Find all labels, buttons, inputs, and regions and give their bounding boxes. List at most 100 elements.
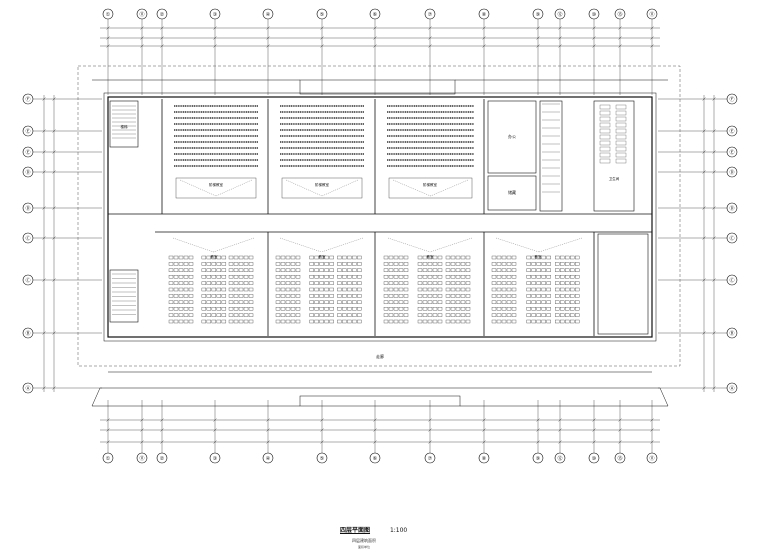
desk: [393, 281, 399, 285]
dimension-tick: [428, 428, 432, 432]
desk: [173, 262, 179, 266]
desk: [183, 319, 189, 324]
desk: [437, 255, 443, 260]
desk: [347, 262, 352, 266]
desk: [403, 262, 409, 266]
dimension-tick: [712, 331, 716, 335]
desk: [183, 287, 189, 292]
desk: [541, 281, 546, 285]
dimension-tick: [160, 36, 164, 40]
desk: [455, 300, 461, 304]
desk: [511, 300, 517, 304]
desk: [506, 287, 512, 292]
desk: [324, 319, 329, 324]
dimension-tick: [482, 44, 486, 48]
desk: [280, 300, 286, 304]
desk: [432, 319, 438, 324]
seating-rows: [168, 105, 583, 324]
toilet-fixture: [615, 158, 627, 164]
desk: [183, 300, 189, 304]
dimension-tick: [140, 26, 144, 30]
desk: [511, 255, 517, 260]
desk: [347, 307, 352, 311]
desk: [460, 319, 466, 324]
desk: [506, 281, 512, 285]
desk: [496, 268, 502, 272]
desk: [228, 313, 234, 317]
desk: [555, 319, 560, 324]
desk: [347, 275, 352, 279]
axis-bubble-right-label: Ⓐ: [729, 385, 734, 392]
desk: [437, 268, 443, 272]
axis-bubble-left-label: Ⓓ: [25, 205, 30, 212]
desk: [314, 281, 319, 285]
classroom-label: 教室: [427, 254, 435, 259]
desk: [565, 255, 570, 260]
desk: [383, 300, 389, 304]
desk: [228, 287, 234, 292]
desk: [352, 281, 357, 285]
axis-bubble-bottom-label: ⑨: [536, 456, 540, 462]
dimension-tick: [428, 36, 432, 40]
desk: [403, 313, 409, 317]
dimension-tick: [42, 170, 46, 174]
desk: [309, 300, 314, 304]
desk: [465, 307, 471, 311]
desk: [398, 319, 404, 324]
desk: [233, 287, 239, 292]
desk: [546, 313, 551, 317]
desk: [280, 313, 286, 317]
desk: [347, 313, 352, 317]
desk: [465, 300, 471, 304]
desk: [337, 294, 342, 298]
desk: [201, 319, 207, 324]
desk: [228, 255, 234, 260]
desk: [531, 287, 536, 292]
desk: [526, 275, 531, 279]
stair-south: [109, 269, 139, 323]
lecture-room-label: 阶梯教室: [315, 182, 329, 187]
desk: [342, 255, 347, 260]
dimension-tick: [213, 44, 217, 48]
desk: [216, 268, 222, 272]
desk: [432, 294, 438, 298]
dimension-tick: [373, 418, 377, 422]
desk: [280, 307, 286, 311]
drawing-title-text: 四层平面图: [340, 527, 371, 534]
top-canopy: [299, 79, 456, 95]
desk: [290, 281, 296, 285]
desk: [445, 307, 451, 311]
desk: [337, 287, 342, 292]
desk: [216, 287, 222, 292]
desk: [280, 319, 286, 324]
desk: [168, 300, 174, 304]
dimension-tick: [712, 278, 716, 282]
desk: [445, 313, 451, 317]
desk: [388, 262, 394, 266]
desk: [541, 275, 546, 279]
dimension-tick: [52, 278, 56, 282]
desk: [536, 313, 541, 317]
desk: [506, 313, 512, 317]
desk: [427, 275, 433, 279]
desk: [570, 255, 575, 260]
toilet-fixture: [599, 134, 611, 140]
desk: [398, 262, 404, 266]
desk: [342, 313, 347, 317]
desk: [238, 281, 244, 285]
desk: [388, 255, 394, 260]
dimension-tick: [482, 428, 486, 432]
desk: [295, 281, 301, 285]
desk: [216, 262, 222, 266]
desk: [417, 300, 423, 304]
desk: [347, 281, 352, 285]
desk: [560, 255, 565, 260]
desk: [565, 268, 570, 272]
dimension-tick: [702, 331, 706, 335]
desk: [432, 300, 438, 304]
axis-bubble-bottom-label: ④: [266, 456, 271, 462]
toilet-fixture: [615, 128, 627, 134]
desk: [460, 287, 466, 292]
desk: [511, 275, 517, 279]
